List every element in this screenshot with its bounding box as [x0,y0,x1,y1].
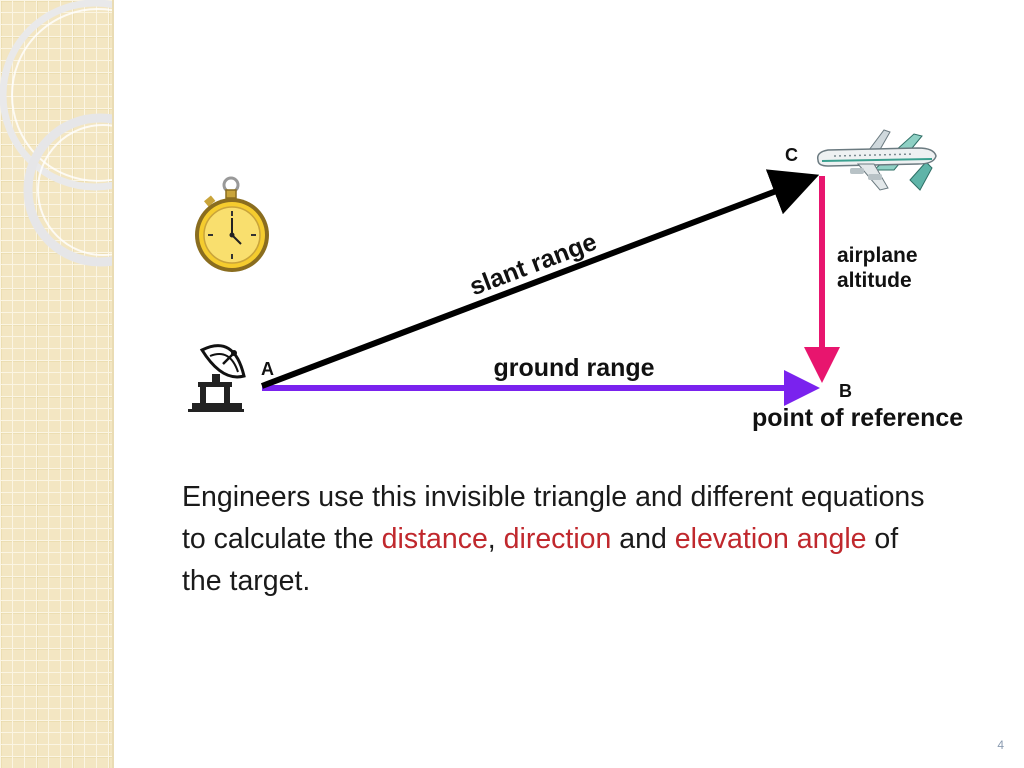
point-a-label: A [261,359,274,379]
stopwatch-icon [195,176,269,272]
body-text-part2: and [611,523,675,555]
point-c-label: C [785,145,798,165]
ground-range-label: ground range [493,354,654,382]
highlight-distance: distance [381,523,488,555]
airplane-icon [816,129,937,191]
point-of-reference-label: point of reference [752,404,963,432]
sidebar-circles-decoration [0,0,112,267]
radar-dish-icon [188,344,246,412]
highlight-direction: direction [503,523,612,555]
point-b-label: B [839,381,852,401]
altitude-label-line2: altitude [837,269,912,292]
slide-number: 4 [997,738,1004,752]
highlight-elevation-angle: elevation angle [674,523,867,555]
body-text-part3: of the target. [182,523,899,597]
explanation-text: Engineers use this invisible triangle an… [182,476,942,602]
body-text-part1: Engineers use this invisible triangle an… [182,481,925,555]
altitude-label-line1: airplane [837,244,918,267]
body-text-separator: , [487,523,504,555]
slant-range-arrow [260,169,820,389]
